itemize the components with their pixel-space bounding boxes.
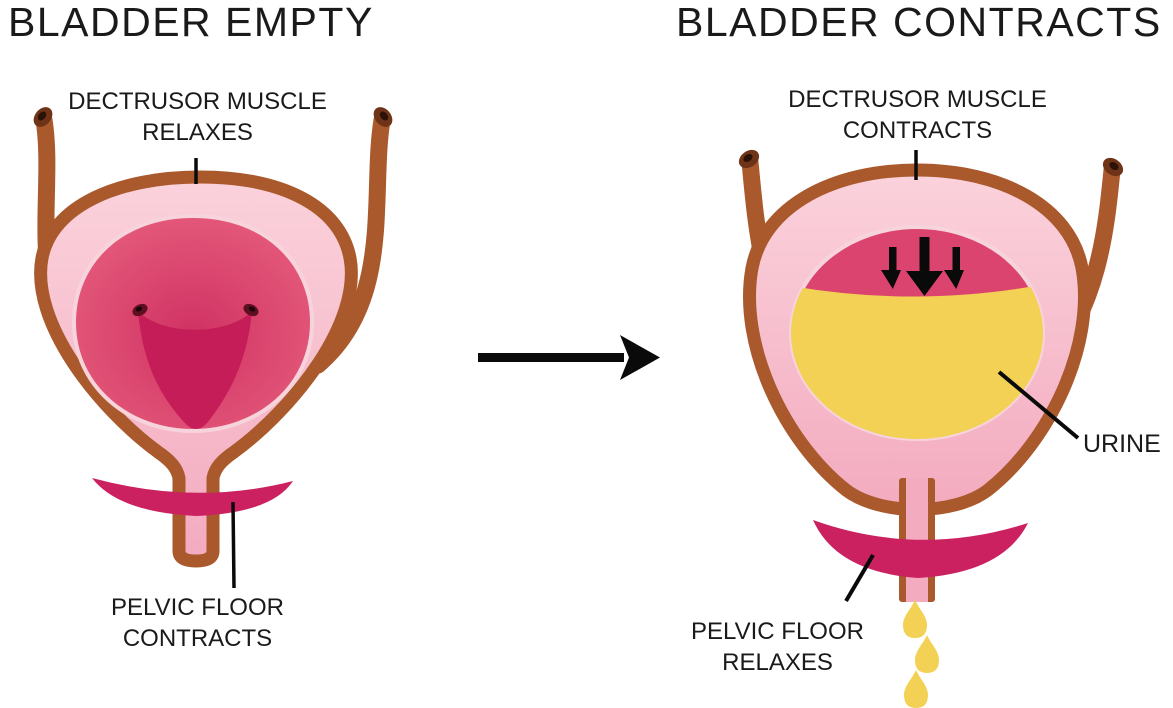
left-pelvic-floor-label: PELVIC FLOOR CONTRACTS: [40, 592, 355, 654]
left-detrusor-label: DECTRUSOR MUSCLE RELAXES: [40, 86, 355, 148]
label-line: DECTRUSOR MUSCLE: [788, 86, 1047, 113]
right-ureter-tip: [373, 107, 393, 127]
label-line: PELVIC FLOOR: [691, 618, 864, 645]
transition-arrow-icon: [478, 335, 660, 380]
urine-droplets-icon: [903, 600, 939, 708]
urine-pointer-line: [997, 370, 1080, 440]
ureteral-opening-right: [243, 303, 259, 317]
right-detrusor-label: DECTRUSOR MUSCLE CONTRACTS: [760, 84, 1075, 146]
pelvic-floor-band-contracted: [92, 478, 293, 516]
empty-bladder-figure: [33, 107, 393, 589]
label-line: CONTRACTS: [122, 625, 273, 653]
urine-label: URINE: [1083, 430, 1161, 458]
contraction-arrows-icon: [881, 237, 964, 296]
right-ureter-tip: [1102, 157, 1124, 177]
label-line: CONTRACTS: [842, 117, 993, 145]
label-line: RELAXES: [142, 119, 253, 147]
left-panel-title: BLADDER EMPTY: [8, 0, 374, 45]
right-ureter-icon: [309, 111, 391, 374]
right-panel-title: BLADDER CONTRACTS: [676, 0, 1162, 45]
ureteral-opening-left: [132, 303, 148, 317]
left-ureter-tip: [738, 149, 760, 169]
pelvic-floor-pointer-line: [231, 501, 236, 589]
contracting-bladder-figure: [738, 149, 1124, 708]
urine-fill: [791, 282, 1043, 439]
pelvic-floor-pointer-line: [844, 553, 875, 603]
left-ureter-tip: [33, 107, 53, 127]
label-line: PELVIC FLOOR: [111, 594, 284, 621]
bladder-cavity: [71, 213, 315, 434]
right-pelvic-floor-label: PELVIC FLOOR RELAXES: [620, 616, 935, 678]
label-line: DECTRUSOR MUSCLE: [68, 88, 327, 115]
trigone: [138, 311, 252, 429]
label-line: RELAXES: [722, 649, 833, 677]
